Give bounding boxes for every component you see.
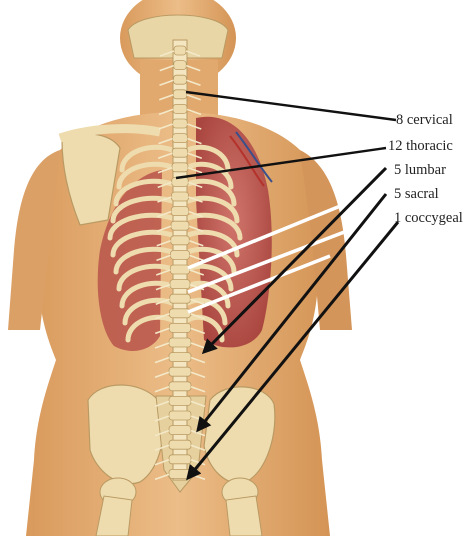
labels: 8 cervical 12 thoracic 5 lumbar 5 sacral… (388, 112, 463, 226)
vertebra (169, 367, 191, 376)
vertebra (169, 411, 191, 420)
vertebra (173, 134, 188, 143)
vertebra (169, 382, 191, 391)
vertebra (169, 353, 191, 362)
vertebra (171, 236, 190, 245)
vertebra (169, 338, 191, 347)
vertebra (169, 323, 191, 332)
vertebra (170, 294, 191, 303)
vertebra (172, 192, 189, 201)
label-thoracic: 12 thoracic (388, 138, 453, 154)
label-cervical: 8 cervical (396, 112, 453, 128)
label-lumbar: 5 lumbar (394, 162, 446, 178)
vertebra (171, 250, 190, 259)
vertebra (170, 309, 191, 318)
vertebra (169, 455, 191, 464)
label-sacral: 5 sacral (394, 186, 439, 202)
vertebra (169, 426, 191, 435)
vertebra (173, 119, 188, 128)
label-coccygeal: 1 coccygeal (394, 210, 463, 226)
vertebra (174, 46, 186, 55)
vertebra (169, 396, 191, 405)
vertebra (174, 61, 187, 70)
vertebra (170, 280, 190, 289)
vertebra (174, 75, 187, 84)
vertebra (171, 207, 189, 216)
vertebra (169, 440, 191, 449)
vertebra (172, 163, 188, 172)
vertebra (173, 104, 187, 113)
vertebra (171, 221, 189, 230)
vertebra (172, 148, 188, 157)
vertebra (172, 177, 189, 186)
vertebra (170, 265, 190, 274)
vertebra (173, 90, 187, 99)
